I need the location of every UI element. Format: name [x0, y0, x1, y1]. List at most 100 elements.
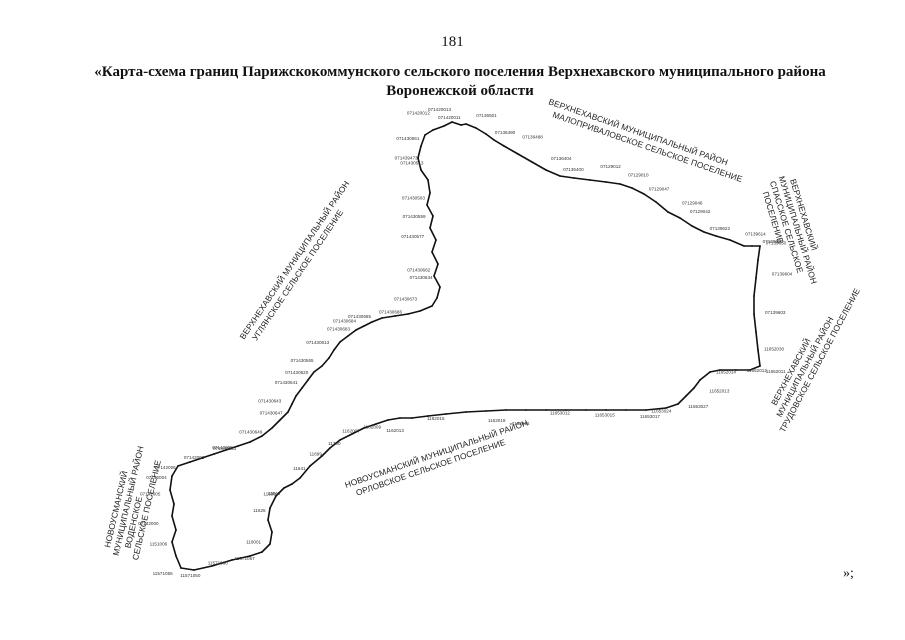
boundary-point	[525, 409, 527, 411]
boundary-point	[433, 275, 435, 277]
neighbor-label-right-low-line3: ТРУДОВСКОЕ СЕЛЬСКОЕ ПОСЕЛЕНИЕ	[777, 286, 862, 434]
point-number-label: 116001	[246, 540, 261, 545]
boundary-point	[755, 331, 757, 333]
point-number-label: 07129047	[649, 187, 670, 192]
boundary-point	[679, 217, 681, 219]
boundary-point	[211, 565, 213, 567]
boundary-point	[465, 411, 467, 413]
boundary-point	[175, 555, 177, 557]
point-number-label: 071430686	[379, 309, 402, 314]
boundary-point	[299, 477, 301, 479]
boundary-point	[249, 555, 251, 557]
boundary-point	[347, 335, 349, 337]
point-number-label: 07136488	[522, 135, 543, 140]
point-number-label: 071420011	[438, 115, 461, 120]
boundary-point	[279, 419, 281, 421]
point-number-label: 11571067	[235, 556, 256, 561]
point-number-label: 11652013	[709, 389, 730, 394]
point-number-label: 07142005	[140, 491, 161, 496]
boundary-point	[371, 321, 373, 323]
boundary-point	[363, 427, 365, 429]
boundary-point	[333, 349, 335, 351]
boundary-point	[180, 567, 182, 569]
boundary-point	[751, 245, 753, 247]
point-number-label: 071430577	[401, 234, 424, 239]
point-number-label: 071430503	[402, 195, 425, 200]
point-number-label: 07139614	[745, 231, 766, 236]
point-number-label: 07142008	[212, 445, 233, 450]
point-number-label: 07139604	[772, 272, 793, 277]
point-number-label: 071430620	[285, 370, 308, 375]
boundary-point	[261, 435, 263, 437]
boundary-point	[424, 134, 426, 136]
point-number-label: 07136404	[551, 156, 572, 161]
boundary-point	[417, 157, 419, 159]
boundary-point	[267, 519, 269, 521]
boundary-point	[169, 489, 171, 491]
boundary-point	[407, 313, 409, 315]
boundary-point	[283, 487, 285, 489]
boundary-point	[295, 395, 297, 397]
neighbor-label-left-line1: ВЕРХНЕХАВСКИЙ МУНИЦИПАЛЬНЫЙ РАЙОН	[237, 178, 352, 341]
boundary-point	[759, 245, 761, 247]
boundary-point	[309, 465, 311, 467]
boundary-point	[189, 461, 191, 463]
boundary-point	[585, 409, 587, 411]
boundary-point	[201, 457, 203, 459]
point-number-label: 11625	[253, 508, 266, 513]
boundary-point	[703, 231, 705, 233]
boundary-point	[439, 286, 441, 288]
neighbor-label-bottom-line2: ОРЛОВСКОЕ СЕЛЬСКОЕ ПОСЕЛЕНИЕ	[355, 437, 508, 498]
point-number-label: 11571060	[208, 560, 229, 565]
boundary-point	[685, 395, 687, 397]
point-number-label: 11653017	[640, 414, 661, 419]
boundary-point	[321, 455, 323, 457]
boundary-point	[261, 551, 263, 553]
point-number-label: 071430647	[260, 411, 283, 416]
neighbor-label-right: ВЕРХНЕХАВСКИЙ МУНИЦИПАЛЬНЫЙ РАЙОН СПАССК…	[761, 175, 821, 286]
boundary-point	[411, 417, 413, 419]
point-number-label: 11700	[328, 441, 341, 446]
point-number-label: 071430613	[306, 340, 329, 345]
settlement-boundary	[169, 121, 761, 571]
point-number-label: 071430683	[327, 327, 350, 332]
point-number-label: 07129046	[682, 200, 703, 205]
boundary-point	[436, 297, 438, 299]
boundary-point	[655, 201, 657, 203]
point-number-label: 07139622	[710, 226, 731, 231]
boundary-point	[271, 427, 273, 429]
point-number-label: 071430673	[394, 297, 417, 302]
boundary-point	[755, 277, 757, 279]
point-number-label: 11653012	[550, 411, 571, 416]
point-number-label: 11652014	[716, 369, 737, 374]
neighbor-label-top-line1: ВЕРХНЕХАВСКИЙ МУНИЦИПАЛЬНЫЙ РАЙОН	[547, 95, 729, 167]
boundary-point	[399, 417, 401, 419]
boundary-point	[709, 371, 711, 373]
point-number-label: 071430663	[213, 446, 236, 451]
boundary-point	[301, 387, 303, 389]
boundary-point	[631, 187, 633, 189]
boundary-point	[645, 409, 647, 411]
point-number-label: 07142004	[146, 475, 167, 480]
boundary-point	[381, 317, 383, 319]
boundary-point	[429, 227, 431, 229]
boundary-point	[460, 124, 462, 126]
point-number-label: 07129012	[600, 164, 621, 169]
boundary-point	[691, 225, 693, 227]
point-number-label: 11571050	[180, 573, 201, 578]
point-number-label: 11640	[268, 491, 281, 496]
boundary-point	[517, 153, 519, 155]
boundary-point	[291, 483, 293, 485]
boundary-point	[271, 531, 273, 533]
boundary-point	[565, 409, 567, 411]
boundary-point	[437, 263, 439, 265]
boundary-point	[643, 193, 645, 195]
boundary-point	[355, 329, 357, 331]
boundary-point	[693, 387, 695, 389]
boundary-point	[757, 349, 759, 351]
boundary-point	[351, 433, 353, 435]
boundary-point	[420, 145, 422, 147]
boundary-point	[375, 423, 377, 425]
boundary-point	[445, 413, 447, 415]
point-number-label: 07142003	[184, 455, 205, 460]
